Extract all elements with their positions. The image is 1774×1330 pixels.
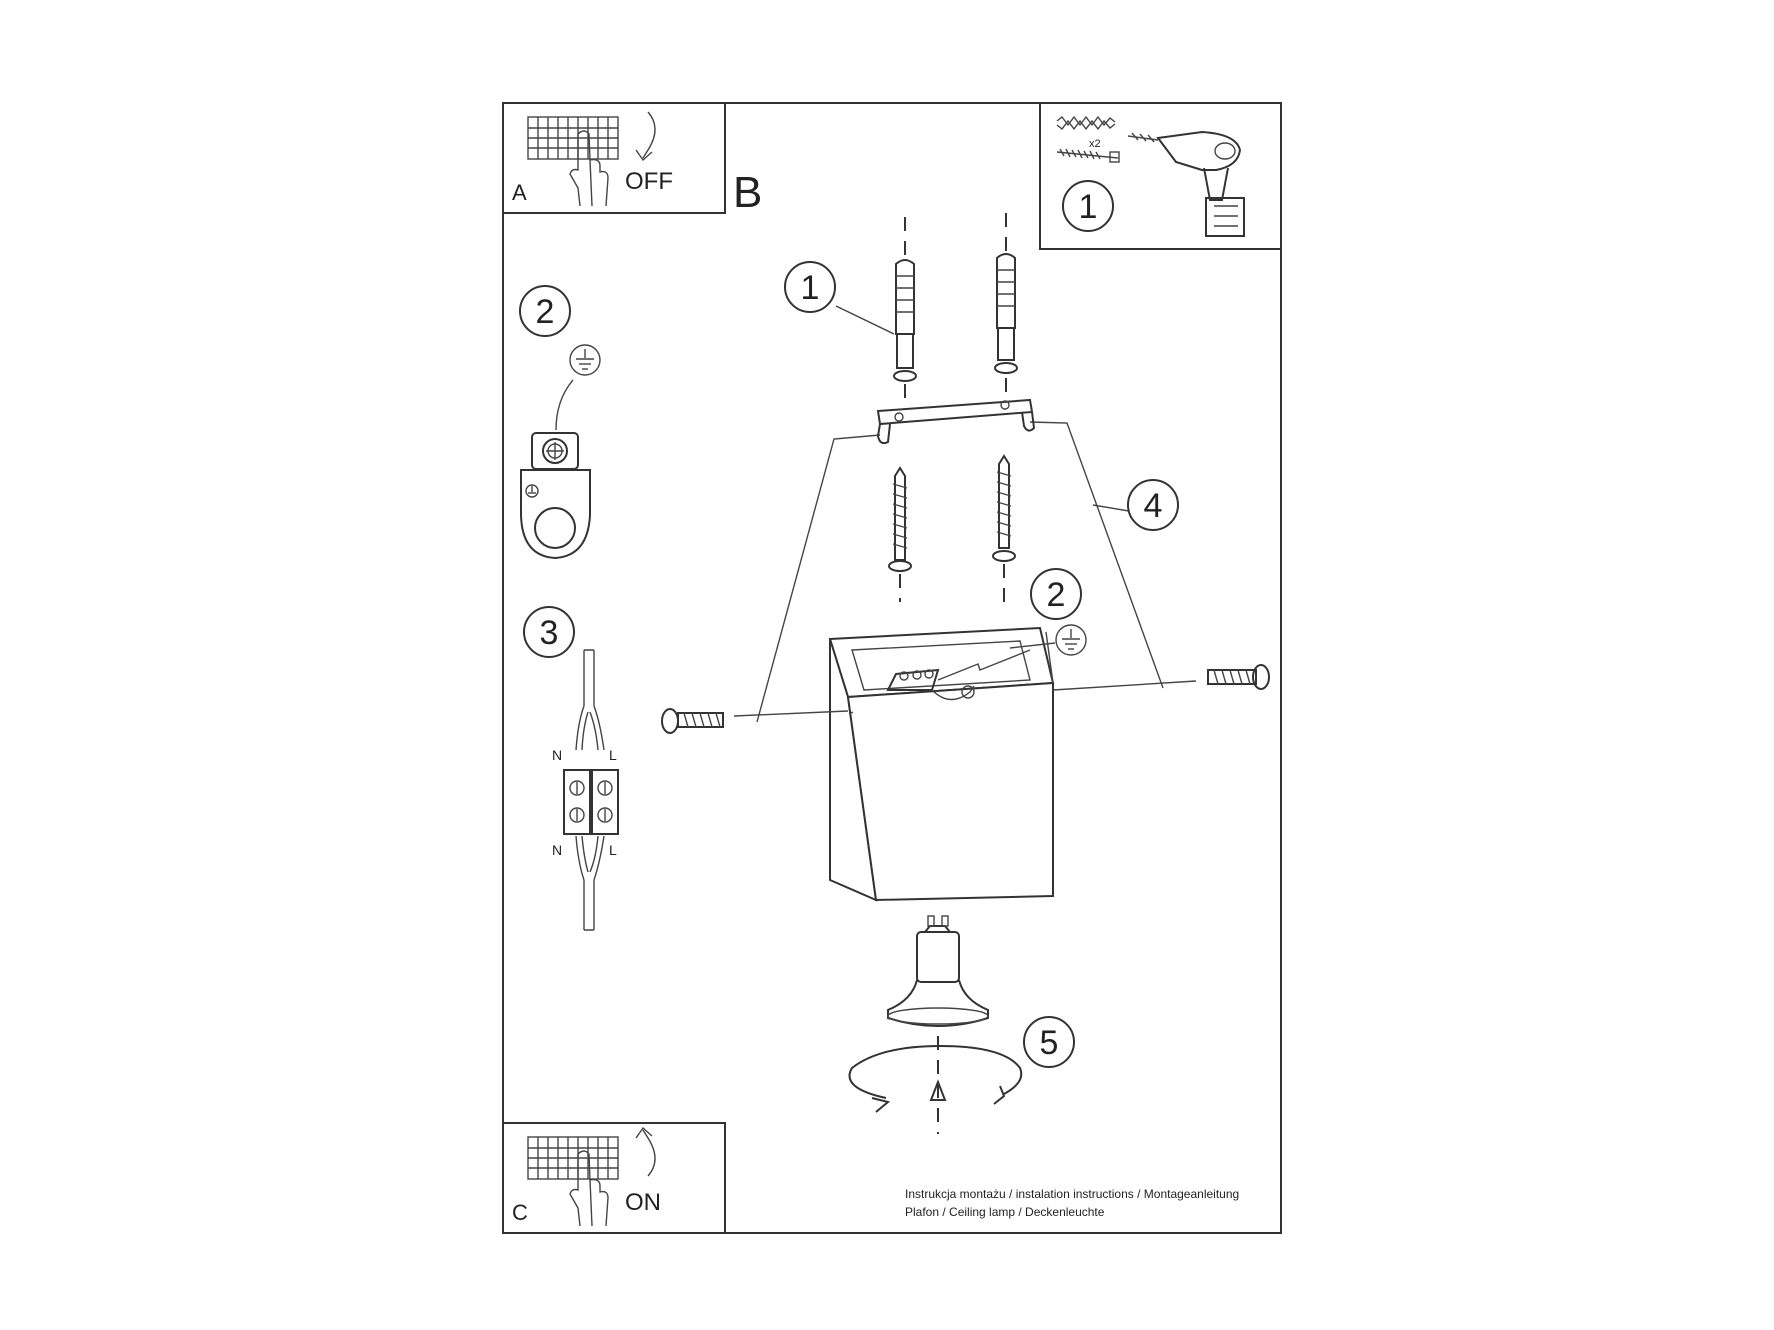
tools-panel: x2 1 <box>1039 102 1282 250</box>
bulb-step: 5 <box>848 915 1075 1134</box>
earth-symbol-icon <box>569 344 601 376</box>
earth-step-circle <box>519 285 571 337</box>
hand-icon <box>569 1150 609 1227</box>
connector-step: 3 N L N L <box>523 606 619 931</box>
drill-icon <box>1127 130 1245 237</box>
screw-icon <box>992 454 1016 562</box>
inner-terminal-icon <box>886 649 1031 701</box>
panel-c-caption: ON <box>625 1189 661 1216</box>
screw-icon <box>1056 148 1120 163</box>
bracket-outline-left <box>756 434 881 723</box>
panel-a: A OFF <box>502 102 726 214</box>
connector-label-n-top: N <box>552 747 562 763</box>
connector-step-number: 3 <box>540 614 559 652</box>
earth-terminal-icon <box>520 432 591 560</box>
earth-step: 2 <box>519 285 601 560</box>
cable-bottom <box>575 835 605 931</box>
tools-step-circle <box>1062 180 1114 232</box>
side-screw-right <box>1052 664 1270 691</box>
panel-c: C ON <box>502 1122 726 1234</box>
earth-step-number: 2 <box>536 293 555 331</box>
hand-icon <box>569 130 609 207</box>
bracket-step: 4 <box>756 398 1179 723</box>
gu10-bulb-icon <box>887 915 989 1027</box>
dowels-step-circle <box>784 261 836 313</box>
rotation-arrow-icon <box>848 1044 1023 1113</box>
connector-label-l-bottom: L <box>609 842 617 858</box>
curved-arrow-down-icon <box>635 111 656 162</box>
wall-plug-right <box>994 253 1018 374</box>
tools-quantity: x2 <box>1089 138 1101 150</box>
tools-step-number: 1 <box>1079 188 1098 226</box>
panel-a-letter: A <box>512 180 527 205</box>
screw-icon <box>888 466 912 572</box>
wall-plug-left <box>893 259 917 382</box>
inner-earth-circle <box>1030 568 1082 620</box>
cable-top <box>575 649 605 751</box>
footer-line-1: Instrukcja montażu / instalation instruc… <box>905 1187 1239 1201</box>
inner-earth-number: 2 <box>1047 576 1066 614</box>
dowels-leader <box>835 305 895 335</box>
wall-plug-icon <box>1056 115 1116 131</box>
cube-side-hole <box>850 711 854 714</box>
inner-earth-step: 2 <box>1009 568 1087 656</box>
side-screw-left <box>661 708 849 734</box>
dowels-step-number: 1 <box>801 269 820 307</box>
footer-line-2: Plafon / Ceiling lamp / Deckenleuchte <box>905 1205 1105 1219</box>
bracket-step-number: 4 <box>1144 487 1163 525</box>
terminal-block-icon <box>563 769 619 835</box>
connector-label-l-top: L <box>609 747 617 763</box>
panel-b-letter: B <box>733 168 762 217</box>
bracket-outline-right <box>1029 421 1164 689</box>
cube-lamp-body <box>828 626 1055 902</box>
mounting-bracket-icon <box>876 398 1036 445</box>
dowels-step: 1 <box>784 213 1018 400</box>
curved-arrow-up-icon <box>635 1126 656 1177</box>
bracket-step-circle <box>1127 479 1179 531</box>
earth-symbol-icon <box>1055 624 1087 656</box>
panel-c-letter: C <box>512 1200 528 1225</box>
bulb-step-circle <box>1023 1016 1075 1068</box>
earth-wire <box>555 379 574 431</box>
panel-a-caption: OFF <box>625 168 673 195</box>
connector-step-circle <box>523 606 575 658</box>
connector-label-n-bottom: N <box>552 842 562 858</box>
bulb-step-number: 5 <box>1040 1024 1059 1062</box>
